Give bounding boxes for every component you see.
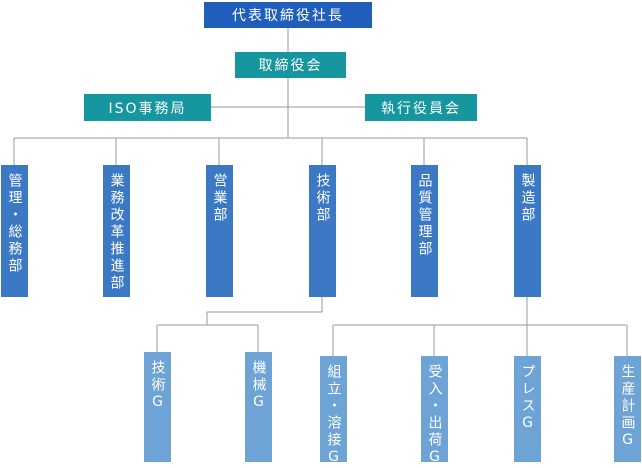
executive-committee-label: 執行役員会 bbox=[381, 100, 461, 117]
dept-manufacturing-label: 製造部 bbox=[519, 173, 536, 224]
dept-sales-label: 営業部 bbox=[211, 173, 228, 224]
iso-office-label: ISO事務局 bbox=[108, 100, 187, 117]
dept-admin: 管理・総務部 bbox=[1, 165, 28, 297]
group-engineering-label: 技術G bbox=[149, 360, 166, 413]
group-receiving-shipping: 受入・出荷G bbox=[421, 356, 448, 468]
group-production-planning-label: 生産計画G bbox=[619, 364, 636, 451]
dept-manufacturing: 製造部 bbox=[514, 165, 541, 297]
ceo-label: 代表取締役社長 bbox=[232, 8, 344, 24]
dept-sales: 営業部 bbox=[206, 165, 233, 297]
group-production-planning: 生産計画G bbox=[614, 356, 641, 462]
dept-quality-label: 品質管理部 bbox=[416, 173, 433, 258]
dept-engineering: 技術部 bbox=[309, 165, 336, 297]
group-machinery-label: 機械G bbox=[250, 360, 267, 413]
executive-committee-box: 執行役員会 bbox=[365, 94, 477, 121]
group-machinery: 機械G bbox=[245, 352, 272, 462]
group-assembly-welding-label: 組立・溶接G bbox=[325, 364, 342, 468]
board-label: 取締役会 bbox=[258, 58, 323, 74]
group-press: プレスG bbox=[514, 356, 541, 462]
group-assembly-welding: 組立・溶接G bbox=[320, 356, 347, 468]
dept-engineering-label: 技術部 bbox=[314, 173, 331, 224]
group-receiving-shipping-label: 受入・出荷G bbox=[426, 364, 443, 468]
board-box: 取締役会 bbox=[235, 52, 346, 78]
iso-office-box: ISO事務局 bbox=[84, 94, 211, 121]
group-engineering: 技術G bbox=[144, 352, 171, 462]
ceo-box: 代表取締役社長 bbox=[204, 2, 372, 28]
dept-admin-label: 管理・総務部 bbox=[6, 173, 23, 275]
dept-quality: 品質管理部 bbox=[411, 165, 438, 297]
dept-business-reform: 業務改革推進部 bbox=[103, 165, 130, 297]
dept-business-reform-label: 業務改革推進部 bbox=[108, 173, 125, 292]
group-press-label: プレスG bbox=[519, 364, 536, 434]
